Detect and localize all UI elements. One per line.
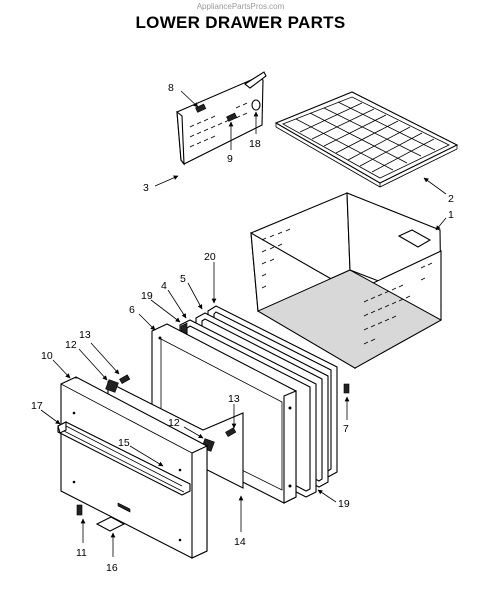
- label-part-19-left: 19: [141, 290, 153, 302]
- watermark: AppliancePartsPros.com: [196, 2, 285, 11]
- label-part-4: 4: [161, 280, 167, 292]
- label-part-17: 17: [31, 400, 43, 412]
- door-handle-17: [57, 421, 191, 496]
- label-part-3: 3: [143, 182, 149, 194]
- screw-8: [195, 103, 207, 113]
- screw-13-right: [225, 427, 237, 438]
- screw-9: [226, 112, 238, 122]
- door-frame-6: [151, 323, 297, 504]
- trim-16: [95, 516, 126, 532]
- label-part-10: 10: [41, 350, 53, 362]
- label-part-8: 8: [168, 82, 174, 94]
- bracket-slots: [189, 102, 248, 148]
- label-part-18: 18: [249, 138, 261, 150]
- drawer-rack: [274, 91, 459, 188]
- label-part-20: 20: [204, 251, 216, 263]
- label-part-19-right: 19: [338, 498, 350, 510]
- screw-7: [343, 383, 350, 394]
- label-part-12-right: 12: [168, 417, 180, 429]
- rack-grid: [295, 101, 436, 173]
- leader-lines: [40, 90, 447, 557]
- drawer-box: [250, 192, 443, 369]
- screw-13-left: [119, 374, 131, 385]
- label-part-14: 14: [234, 536, 246, 548]
- clip-18: [251, 99, 261, 111]
- label-part-15: 15: [118, 437, 130, 449]
- label-part-11: 11: [76, 547, 87, 559]
- label-part-9: 9: [227, 153, 233, 165]
- slide-bracket: [176, 71, 267, 166]
- label-part-16: 16: [106, 562, 118, 574]
- label-part-13-left: 13: [79, 329, 91, 341]
- screw-11: [76, 504, 83, 516]
- label-part-12-left: 12: [65, 339, 77, 351]
- label-part-7: 7: [343, 423, 349, 435]
- part-labels: 1 2 3 4 5 6 7 8 9 10 11 12 12 13 13 14 1…: [31, 82, 454, 574]
- label-part-5: 5: [180, 273, 186, 285]
- label-part-6: 6: [129, 304, 135, 316]
- box-vents-left: [261, 228, 291, 289]
- box-vents-right: [363, 262, 433, 345]
- clip-12-left: [105, 379, 119, 393]
- label-part-1: 1: [448, 209, 454, 221]
- label-part-2: 2: [448, 193, 454, 205]
- page-title: LOWER DRAWER PARTS: [135, 13, 346, 32]
- label-part-13-right: 13: [228, 393, 240, 405]
